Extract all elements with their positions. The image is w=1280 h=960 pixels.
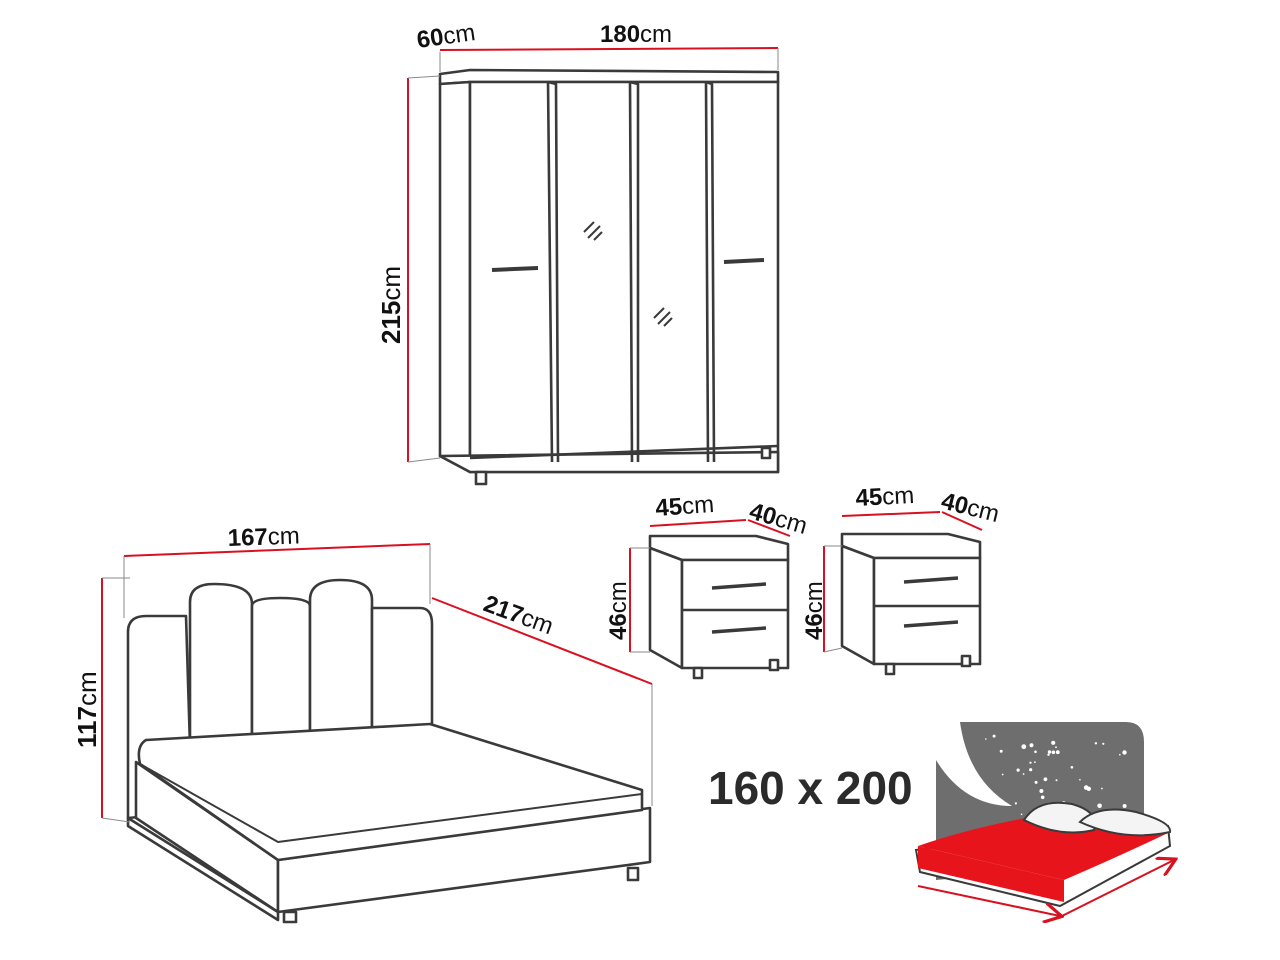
bed-foot (626, 866, 640, 882)
bed-night-icon (914, 722, 1174, 916)
star (1051, 740, 1056, 745)
nightstand-2-width-label: 45cm (855, 482, 915, 512)
nightstand-2-dimensions (823, 511, 983, 653)
bed-dimensions (101, 543, 653, 823)
bed-foot (282, 910, 298, 924)
mirror-glint-icon (583, 221, 603, 241)
wardrobe-door-split (546, 81, 554, 463)
mirror-glint-icon (653, 307, 673, 327)
star (992, 734, 996, 738)
star (1122, 750, 1127, 755)
star (1014, 802, 1018, 805)
wardrobe-door-split (628, 81, 634, 463)
star (1102, 742, 1105, 745)
wardrobe-depth-label: 60cm (415, 19, 477, 54)
drawer-handle (903, 576, 959, 584)
drawer-handle (711, 626, 767, 634)
star (1055, 779, 1058, 782)
wardrobe-foot (760, 446, 772, 460)
bed (126, 578, 652, 924)
nightstand-2-depth-label: 40cm (939, 488, 1002, 528)
mattress-size-label: 160 x 200 (708, 762, 913, 814)
nightstand-1-dimensions (629, 519, 791, 653)
star (1119, 753, 1121, 756)
nightstand-2-height-label: 46cm (801, 581, 828, 640)
wardrobe (438, 68, 780, 486)
nightstand-1-width-label: 45cm (655, 491, 715, 522)
wardrobe-height-label: 215cm (376, 266, 406, 344)
drawer-handle (711, 582, 767, 590)
star (1001, 773, 1004, 776)
star (1055, 750, 1060, 755)
star (1079, 778, 1081, 781)
wardrobe-plinth (438, 450, 780, 474)
star (1055, 746, 1057, 749)
wardrobe-handle (723, 258, 765, 264)
star (1047, 750, 1052, 754)
wardrobe-dimensions (407, 47, 779, 463)
drawer-handle (903, 620, 959, 628)
star (1097, 803, 1102, 809)
bed-height-label: 117cm (72, 671, 102, 748)
bed-frame-side (126, 816, 280, 922)
wardrobe-side (438, 80, 472, 474)
nightstand-2 (840, 532, 982, 676)
bed-width-label: 167cm (227, 522, 300, 551)
star (1047, 753, 1050, 756)
star (1034, 780, 1038, 784)
wardrobe-door-split (704, 81, 710, 463)
wardrobe-handle (491, 266, 539, 272)
star (1034, 761, 1036, 763)
mattress (137, 722, 644, 862)
star (1086, 786, 1092, 791)
nightstand-1-height-label: 46cm (605, 581, 632, 640)
wardrobe-front (468, 80, 780, 474)
star (1021, 744, 1027, 750)
star (1070, 766, 1074, 769)
wardrobe-width-label: 180cm (600, 21, 672, 48)
star (1029, 761, 1032, 764)
star (1040, 795, 1045, 800)
star (1034, 750, 1037, 754)
star (1101, 787, 1103, 790)
star (1094, 742, 1098, 745)
star (1029, 768, 1033, 772)
star (1039, 789, 1044, 793)
nightstand-1 (648, 534, 790, 680)
star (1029, 743, 1034, 748)
nightstand-1-depth-label: 40cm (746, 498, 810, 540)
star (1122, 804, 1127, 808)
star (1043, 777, 1048, 782)
wardrobe-foot (474, 470, 488, 486)
star (1020, 813, 1023, 816)
star (985, 738, 987, 740)
star (1051, 750, 1056, 755)
star (1016, 768, 1020, 772)
star (999, 749, 1003, 753)
star (1022, 773, 1025, 775)
